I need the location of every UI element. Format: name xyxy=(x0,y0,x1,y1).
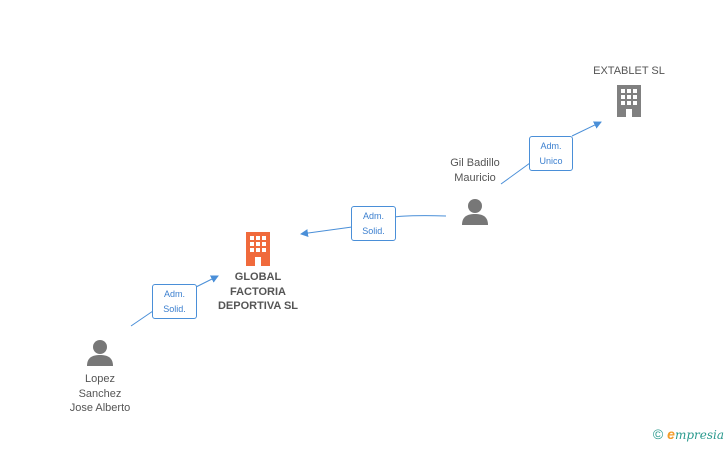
role-badge-adm-solid-lopez[interactable]: Adm. Solid. xyxy=(152,284,197,319)
node-label-line-1: Gil Badillo xyxy=(450,157,500,169)
node-global-factoria-deportiva[interactable]: GLOBAL FACTORIA DEPORTIVA SL xyxy=(206,230,310,314)
role-badge-adm-unico[interactable]: Adm. Unico xyxy=(529,136,573,171)
node-label-line-1: Lopez xyxy=(85,373,115,385)
node-extablet[interactable]: EXTABLET SL xyxy=(584,64,674,117)
node-label-line-3: DEPORTIVA SL xyxy=(217,300,299,312)
node-label-line-2: Sanchez xyxy=(78,387,122,400)
node-label-line-3: Jose Alberto xyxy=(69,402,131,414)
edge-gil-to-global xyxy=(301,215,447,234)
role-line-2: Solid. xyxy=(163,304,186,314)
role-line-2: Unico xyxy=(539,156,563,166)
role-line-1: Adm. xyxy=(163,289,185,299)
node-label: EXTABLET SL xyxy=(593,65,665,77)
node-lopez-sanchez[interactable]: Lopez Sanchez Jose Alberto xyxy=(50,338,150,416)
role-line-2: Solid. xyxy=(362,226,385,236)
role-line-1: Adm. xyxy=(540,141,562,151)
brand-name: mpresia xyxy=(674,428,724,442)
node-gil-badillo[interactable]: Gil Badillo Mauricio xyxy=(425,156,525,227)
edge-gil-to-extablet xyxy=(500,122,601,185)
edge-lopez-to-global xyxy=(130,276,218,327)
node-label-line-2: Mauricio xyxy=(454,171,496,184)
brand-e: e xyxy=(667,426,675,442)
copyright-icon: © xyxy=(652,426,664,442)
node-label-line-2: FACTORIA xyxy=(229,285,287,298)
empresia-brand[interactable]: ©empresia xyxy=(653,426,724,442)
node-label-line-1: GLOBAL xyxy=(234,271,282,283)
building-icon xyxy=(246,232,270,266)
role-line-1: Adm. xyxy=(362,211,384,221)
person-icon xyxy=(87,340,113,366)
building-icon xyxy=(617,84,641,117)
person-icon xyxy=(462,199,488,225)
role-badge-adm-solid-gil[interactable]: Adm. Solid. xyxy=(351,206,396,241)
